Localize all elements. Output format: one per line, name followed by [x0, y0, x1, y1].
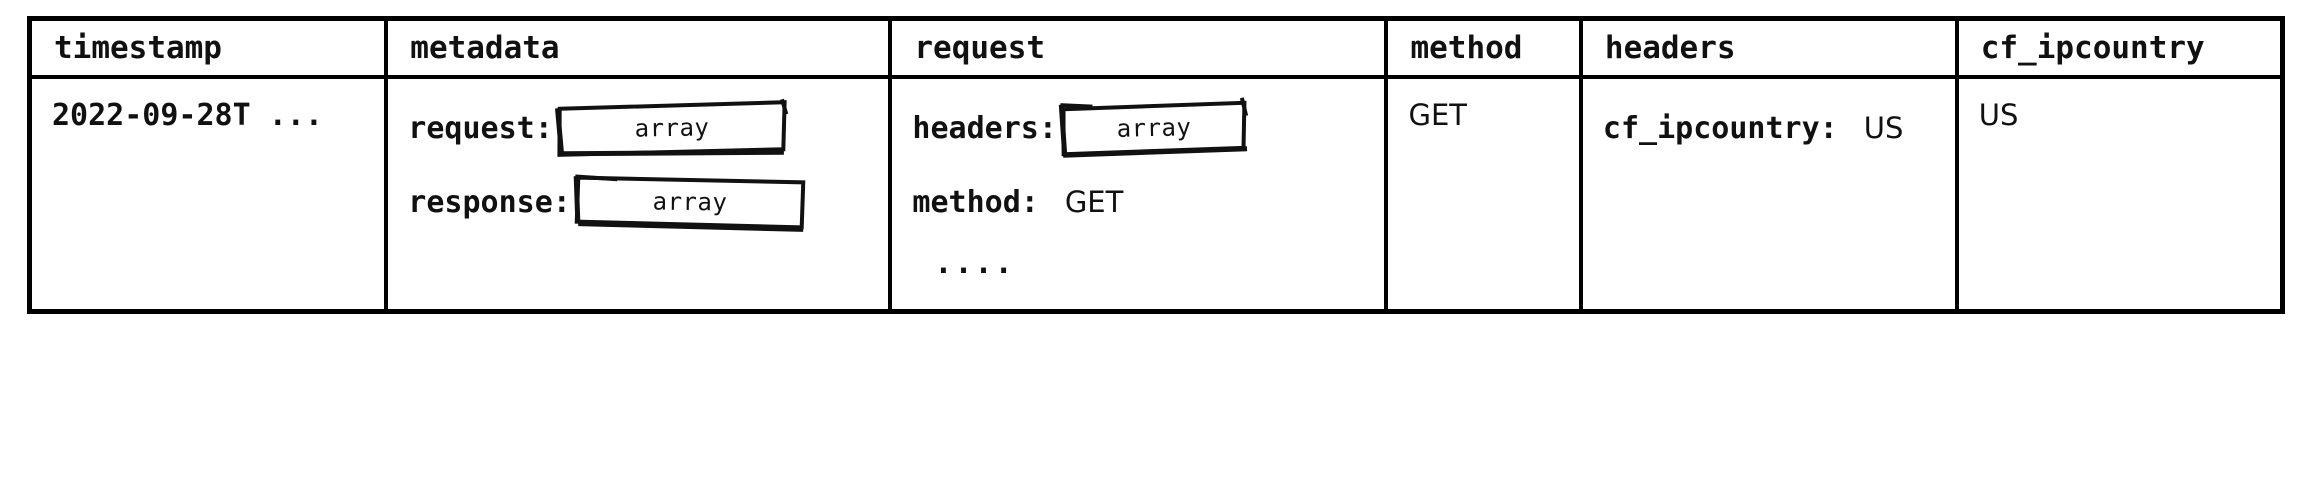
column-header-cf-ipcountry[interactable]: cf_ipcountry — [1956, 18, 2283, 79]
column-header-label: metadata — [410, 30, 560, 66]
field-value: US — [1863, 111, 1904, 145]
cell-content: 2022-09-28T ... — [32, 79, 384, 131]
column-header-metadata[interactable]: metadata — [386, 18, 893, 79]
truncation-ellipsis: .... — [934, 246, 1015, 281]
field-key: headers: — [912, 110, 1057, 146]
cell-content: US — [1959, 79, 2280, 130]
column-header-request[interactable]: request — [890, 18, 1389, 79]
field-row-response: response: array — [408, 174, 888, 232]
field-key: response: — [408, 184, 571, 220]
column-header-timestamp[interactable]: timestamp — [29, 18, 389, 79]
table-header-row: timestamp metadata request method header… — [29, 18, 2283, 79]
column-header-label: timestamp — [54, 30, 222, 66]
cell-content: request: array — [388, 79, 888, 232]
array-chip-label: array — [652, 187, 728, 217]
cell-cf-ipcountry[interactable]: US — [1956, 77, 2283, 312]
array-chip[interactable]: array — [1058, 97, 1248, 158]
column-header-headers[interactable]: headers — [1580, 18, 1959, 79]
sketch-box-icon — [1058, 97, 1248, 158]
sketch-box-icon — [554, 98, 789, 157]
cell-timestamp[interactable]: 2022-09-28T ... — [29, 77, 389, 312]
field-key: method: — [912, 184, 1039, 220]
field-row-headers: headers: array — [912, 97, 1384, 158]
field-row-method: method: GET — [912, 175, 1384, 229]
table-row: 2022-09-28T ... request: — [29, 77, 2283, 312]
schema-table: timestamp metadata request method header… — [27, 16, 2285, 314]
method-value: GET — [1408, 98, 1467, 132]
cell-method[interactable]: GET — [1386, 77, 1583, 312]
cell-content: cf_ipcountry: US — [1583, 79, 1955, 155]
array-chip-label: array — [634, 113, 710, 143]
cf-ipcountry-value: US — [1978, 98, 2019, 132]
cell-content: headers: array — [892, 79, 1384, 279]
cell-headers[interactable]: cf_ipcountry: US — [1580, 77, 1959, 312]
array-chip[interactable]: array — [554, 98, 789, 157]
cell-request[interactable]: headers: array — [890, 77, 1389, 312]
table-body: 2022-09-28T ... request: — [29, 77, 2283, 312]
array-chip[interactable]: array — [573, 174, 806, 232]
field-key: cf_ipcountry: — [1602, 110, 1838, 146]
sketch-box-icon — [573, 174, 806, 232]
field-row-request: request: array — [408, 98, 888, 157]
field-value: GET — [1064, 185, 1124, 219]
column-header-label: request — [914, 30, 1046, 66]
table-header: timestamp metadata request method header… — [29, 18, 2283, 79]
field-row-cf-ipcountry: cf_ipcountry: US — [1603, 101, 1955, 155]
column-header-method[interactable]: method — [1386, 18, 1583, 79]
cell-content: GET — [1388, 79, 1578, 130]
column-header-label: method — [1410, 30, 1523, 66]
cell-metadata[interactable]: request: array — [386, 77, 893, 312]
column-header-label: cf_ipcountry — [1980, 30, 2205, 66]
field-key: request: — [408, 110, 553, 146]
column-header-label: headers — [1604, 30, 1736, 66]
timestamp-value: 2022-09-28T ... — [52, 98, 323, 133]
array-chip-label: array — [1116, 113, 1192, 143]
